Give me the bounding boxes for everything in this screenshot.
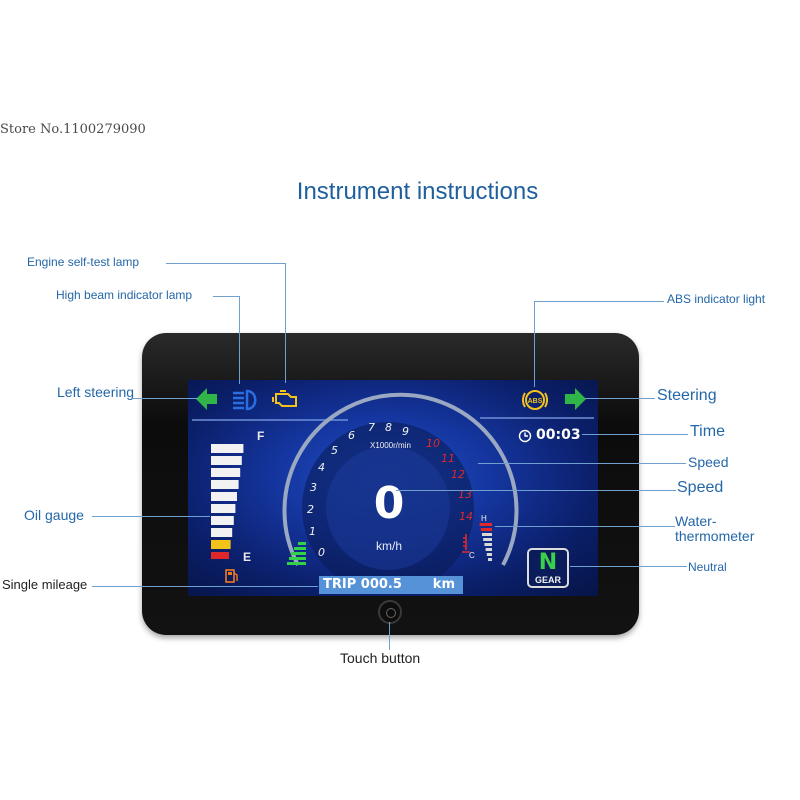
water-temp-gauge: [462, 523, 492, 561]
rpm-tick-7: 7: [368, 421, 375, 434]
temp-bar: [485, 548, 492, 551]
rpm-tick-6: 6: [348, 429, 355, 442]
label-water-thermometer-1: Water-: [675, 513, 717, 529]
fuel-bar: [211, 504, 236, 513]
clock-icon: [518, 429, 532, 443]
rpm-tick-5: 5: [331, 444, 338, 457]
temp-bar: [484, 543, 492, 546]
leader-engine-h: [166, 263, 285, 264]
abs-icon: ABS: [522, 390, 548, 410]
leader-abs-h: [534, 301, 664, 302]
rpm-tick-13: 13: [458, 488, 472, 501]
label-water-thermometer-2: thermometer: [675, 528, 755, 544]
page-title: Instrument instructions: [296, 178, 539, 205]
time-value: 00:03: [536, 427, 581, 443]
trip-display: TRIP 000.5 km: [319, 576, 463, 594]
leader-steering: [585, 398, 655, 399]
leader-mileage: [92, 586, 318, 587]
label-single-mileage: Single mileage: [2, 577, 88, 592]
fuel-bar: [211, 528, 233, 537]
touch-button[interactable]: [378, 600, 402, 624]
fuel-bar: [211, 552, 229, 559]
leader-water: [495, 526, 675, 527]
fuel-bar: [211, 492, 237, 501]
gear-label: GEAR: [534, 575, 561, 585]
label-speed-1: Speed: [688, 454, 729, 470]
rpm-tick-0: 0: [318, 546, 325, 559]
left-turn-arrow-icon: [196, 388, 217, 410]
rpm-tick-3: 3: [310, 481, 317, 494]
store-number: Store No.1100279090: [0, 122, 146, 137]
label-speed-2: Speed: [677, 479, 724, 496]
label-touch-button: Touch button: [340, 650, 421, 666]
temp-bar: [479, 523, 492, 526]
speed-value: 0: [373, 478, 405, 529]
label-high-beam: High beam indicator lamp: [56, 288, 193, 302]
rpm-tick-1: 1: [309, 525, 316, 538]
rpm-unit-label: X1000r/min: [370, 441, 411, 450]
rpm-bar-indicator: [287, 542, 306, 565]
label-engine-lamp: Engine self-test lamp: [27, 255, 140, 269]
leader-neutral: [570, 566, 687, 567]
label-left-steering: Left steering: [57, 384, 135, 400]
rpm-tick-14: 14: [459, 510, 473, 523]
fuel-full-label: F: [257, 429, 265, 443]
thermometer-icon: [462, 534, 470, 553]
leader-engine-v: [285, 263, 286, 383]
temp-cold-label: C: [469, 551, 475, 560]
fuel-bar: [211, 480, 239, 489]
engine-check-icon: [272, 390, 297, 407]
temp-bar: [486, 553, 492, 556]
leader-highbeam-v: [239, 296, 240, 384]
fuel-bar: [211, 540, 231, 549]
fuel-bar: [211, 444, 244, 453]
leader-time: [582, 434, 688, 435]
fuel-gauge: [211, 444, 244, 559]
leader-abs-v: [534, 301, 535, 387]
rpm-tick-11: 11: [441, 452, 455, 465]
speed-unit: km/h: [375, 539, 402, 553]
leader-oil-gauge: [92, 516, 210, 517]
leader-touch: [389, 622, 390, 650]
temp-bar: [483, 538, 492, 541]
dashboard-screen: ABS F E 0 1 2 3 4 5 6 7 8 9 10 11 12 13 …: [188, 380, 598, 596]
gear-indicator: N GEAR: [527, 548, 569, 588]
temp-hot-label: H: [481, 514, 487, 523]
rpm-tick-2: 2: [307, 503, 314, 516]
rpm-tick-12: 12: [451, 468, 465, 481]
leader-left-steering: [133, 398, 198, 399]
rpm-tick-9: 9: [402, 425, 409, 438]
temp-bar: [482, 533, 492, 536]
label-neutral: Neutral: [688, 560, 727, 574]
svg-text:ABS: ABS: [528, 398, 543, 405]
leader-highbeam-h: [213, 296, 239, 297]
fuel-bar: [211, 456, 242, 465]
trip-value: TRIP 000.5: [323, 577, 402, 592]
label-oil-gauge: Oil gauge: [24, 507, 84, 523]
trip-unit: km: [432, 577, 455, 592]
label-abs-light: ABS indicator light: [667, 292, 766, 306]
high-beam-icon: [233, 389, 257, 411]
fuel-empty-label: E: [243, 550, 252, 564]
temp-bar: [488, 558, 492, 561]
fuel-bar: [211, 468, 241, 477]
rpm-tick-8: 8: [385, 421, 392, 434]
rpm-tick-4: 4: [318, 461, 325, 474]
fuel-bar: [211, 516, 234, 525]
dashboard-graphics: [192, 392, 594, 594]
rpm-tick-10: 10: [426, 437, 440, 450]
right-turn-arrow-icon: [565, 388, 586, 410]
temp-bar: [480, 528, 492, 531]
leader-speed-2: [396, 490, 676, 491]
fuel-pump-icon: [225, 569, 238, 583]
gear-value: N: [538, 550, 558, 575]
label-steering: Steering: [657, 387, 717, 404]
leader-speed-1: [478, 463, 686, 464]
label-time: Time: [690, 423, 725, 440]
